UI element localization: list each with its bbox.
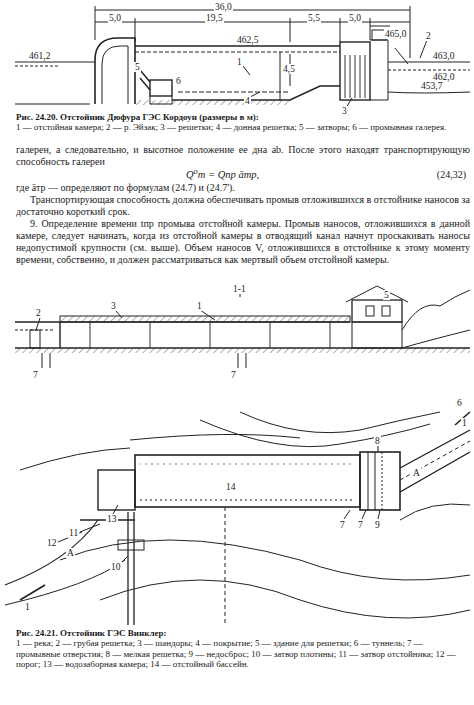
body-text-block: галерен, а следовательно, и высотное пол… [16,144,470,266]
figure-caption: Рис. 24.21. Отстойник ГЭС Винклер: [16,628,468,639]
callout-number: 1 [196,301,203,311]
section-label: A [412,468,421,478]
formula-row: Q⁰т = Qпр āтр, (24,32) [16,168,470,182]
figure-caption: Рис. 24.20. Отстойник Дюфура ГЭС Кордоун… [16,112,468,123]
equation-number: (24,32) [437,168,466,181]
callout-number: 6 [456,398,463,408]
callout-number: 7 [32,370,39,380]
body-text: где āтр — определяют по формулам (24.7) … [16,182,470,194]
elevation-label: 461,2 [28,51,51,61]
elevation-label: 453,7 [420,81,443,91]
callout-number: 8 [374,436,381,446]
elevation-label: 465,0 [384,29,407,39]
body-text: галерен, а следовательно, и высотное пол… [16,144,470,168]
callout-number: 4 [244,96,251,106]
callout-number: 2 [425,31,432,41]
dimension-label: 36,0 [214,2,233,12]
callout-number: 7 [357,520,364,530]
formula: Q⁰т = Qпр āтр, [186,168,259,181]
callout-number: 7 [339,520,346,530]
callout-number: 6 [175,76,182,86]
callout-number: 2 [35,308,42,318]
callout-number: 3 [341,106,348,116]
callout-number: 5 [134,62,141,72]
callout-number: 7 [230,370,237,380]
callout-number: 10 [110,562,122,572]
dimension-label: 5,5 [307,13,321,23]
section-label: 1-1 [232,284,247,294]
elevation-label: 462,5 [236,35,259,45]
dimension-label: 5,0 [348,13,362,23]
callout-number: 1 [24,602,31,612]
figure-legend: 1 — отстойная камера; 2 — р. Эйзак; 3 — … [16,122,468,133]
dimension-label: 19,5 [205,13,224,23]
dimension-label: 4,5 [282,64,296,74]
section-label: A [66,548,75,558]
callout-number: 12 [46,538,58,548]
elevation-label: 463,0 [432,51,455,61]
callout-number: 11 [68,528,79,538]
callout-number: 1 [461,418,468,428]
callout-number: 1 [236,57,243,67]
body-text: Транспортирующая способность должна обес… [16,194,470,218]
figure-legend: 1 — река; 2 — грубая решетка; 3 — шандор… [16,638,468,670]
callout-number: 14 [225,482,237,492]
callout-number: 9 [374,520,381,530]
body-text: 9. Определение времени tпр промыва отсто… [16,218,470,266]
dimension-label: 5,0 [108,13,122,23]
callout-number: 3 [110,301,117,311]
callout-number: 13 [106,514,118,524]
callout-number: 5 [383,290,390,300]
